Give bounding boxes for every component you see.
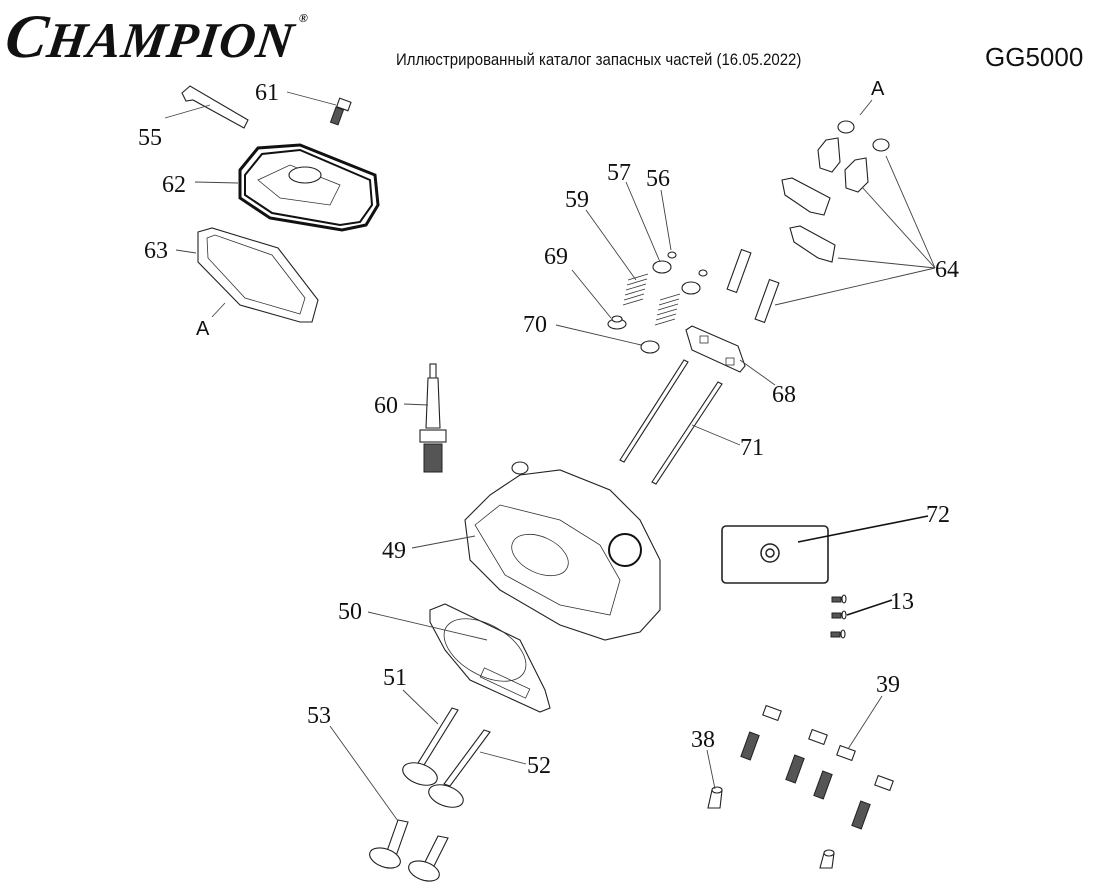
part-59-valve-spring xyxy=(622,273,681,326)
leader-57 xyxy=(625,181,661,263)
part-39-head-bolts xyxy=(740,704,894,830)
part-63-gasket xyxy=(197,227,319,323)
part-53-valve-guides xyxy=(369,819,449,882)
part-56-valve-keeper xyxy=(667,251,708,277)
callout-52: 52 xyxy=(527,753,551,779)
leader-64-b xyxy=(861,186,936,269)
part-62-valve-cover xyxy=(238,143,380,232)
leader-52 xyxy=(479,751,527,765)
callout-70: 70 xyxy=(523,312,547,338)
callout-49: 49 xyxy=(382,538,406,564)
leader-68 xyxy=(739,359,776,386)
leader-72 xyxy=(797,515,929,543)
leader-13 xyxy=(846,599,893,616)
callout-69: 69 xyxy=(544,244,568,270)
leader-39 xyxy=(847,695,883,750)
part-60-spark-plug xyxy=(419,363,447,473)
part-55-hex-key xyxy=(181,85,249,129)
part-52-exhaust-valve xyxy=(428,729,491,808)
callout-64: 64 xyxy=(935,257,959,283)
part-13-screws xyxy=(830,594,847,639)
callout-53: 53 xyxy=(307,703,331,729)
callout-59: 59 xyxy=(565,187,589,213)
part-57-spring-retainer xyxy=(652,260,701,295)
part-64-rocker-assembly xyxy=(726,120,890,324)
leader-60 xyxy=(403,403,429,406)
leader-64-d xyxy=(774,267,936,306)
model-number: GG5000 xyxy=(985,42,1084,72)
callout-39: 39 xyxy=(876,672,900,698)
callout-63: 63 xyxy=(144,238,168,264)
callout-61: 61 xyxy=(255,80,279,106)
leader-62 xyxy=(194,181,239,184)
leader-51 xyxy=(402,689,439,725)
part-72-cover-plate xyxy=(721,525,829,584)
part-50-head-gasket xyxy=(429,603,551,713)
leader-38 xyxy=(706,749,716,790)
callout-62: 62 xyxy=(162,172,186,198)
callout-71: 71 xyxy=(740,435,764,461)
leader-55 xyxy=(164,104,211,119)
leader-A-left xyxy=(211,302,226,318)
part-61-bolt xyxy=(329,97,352,126)
leader-71 xyxy=(691,424,741,446)
leader-50 xyxy=(367,611,488,641)
leader-61 xyxy=(286,91,337,106)
leader-59 xyxy=(585,209,637,281)
callout-38: 38 xyxy=(691,727,715,753)
callout-68: 68 xyxy=(772,382,796,408)
part-68-push-rod-guide xyxy=(685,325,746,373)
callout-A-right: A xyxy=(871,78,885,100)
callout-72: 72 xyxy=(926,502,950,528)
callout-50: 50 xyxy=(338,599,362,625)
part-69-valve-stem-seal xyxy=(607,315,627,330)
callout-13: 13 xyxy=(890,589,914,615)
leader-63 xyxy=(175,249,197,254)
part-71-push-rods xyxy=(619,359,723,485)
leader-56 xyxy=(660,189,672,251)
callout-60: 60 xyxy=(374,393,398,419)
leader-53 xyxy=(329,725,399,822)
leader-70 xyxy=(555,324,642,346)
callout-55: 55 xyxy=(138,125,162,151)
leader-64-a xyxy=(885,155,936,269)
leader-64-c xyxy=(837,257,936,269)
part-70-valve-seat-washer xyxy=(640,340,660,354)
part-51-intake-valve xyxy=(402,707,459,786)
part-49-cylinder-head xyxy=(464,461,661,641)
callout-56: 56 xyxy=(646,166,670,192)
callout-A-left: A xyxy=(196,318,210,340)
callout-51: 51 xyxy=(383,665,407,691)
catalog-title: Иллюстрированный каталог запасных частей… xyxy=(396,50,802,69)
part-38-dowel-pins xyxy=(707,786,835,869)
leader-A-right xyxy=(859,99,873,116)
callout-57: 57 xyxy=(607,160,631,186)
leader-69 xyxy=(571,269,612,319)
leader-49 xyxy=(411,535,476,549)
